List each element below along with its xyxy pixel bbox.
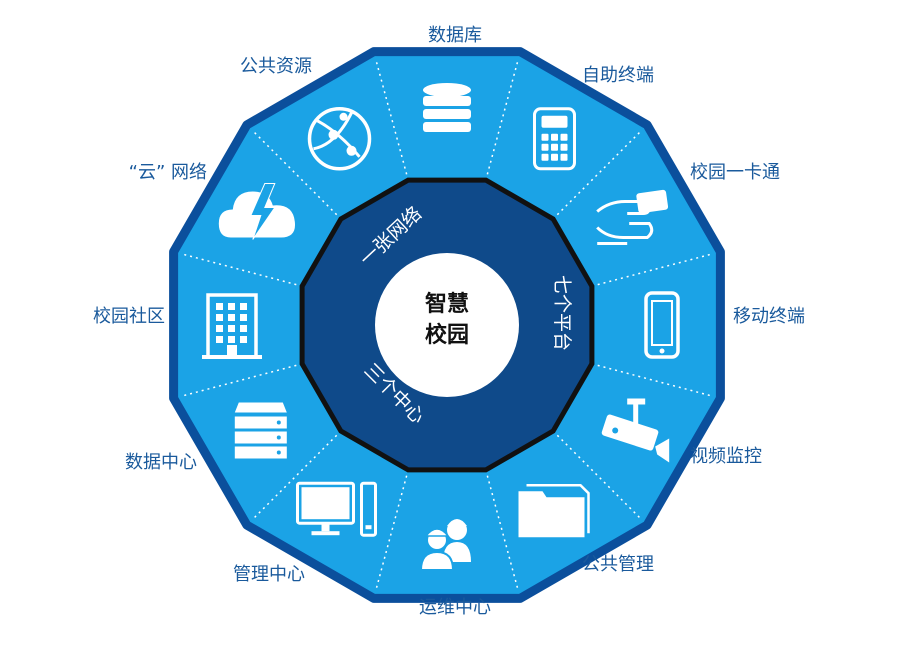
segment-label: 校园社区 xyxy=(93,306,165,327)
segment-label: 运维中心 xyxy=(419,597,491,618)
workers-icon xyxy=(419,519,471,571)
computer-monitor-icon xyxy=(296,481,377,537)
segment-label: 自助终端 xyxy=(582,65,654,86)
cctv-camera-icon xyxy=(601,398,670,463)
globe-network-icon xyxy=(307,107,372,171)
center-title-line2: 校园 xyxy=(425,322,469,348)
calculator-terminal-icon xyxy=(533,107,576,171)
smartphone-icon xyxy=(644,291,680,359)
segment-label: 视频监控 xyxy=(690,446,762,467)
card-hand-icon xyxy=(596,189,669,245)
building-icon xyxy=(202,293,262,359)
database-icon xyxy=(423,83,471,132)
segment-label: 移动终端 xyxy=(733,306,805,327)
segment-label: 数据中心 xyxy=(125,452,197,473)
segment-label: 公共资源 xyxy=(240,56,312,77)
ring-label-platforms: 七个平台 xyxy=(551,275,573,351)
segment-label: 公共管理 xyxy=(582,554,654,575)
segment-label: “云” 网络 xyxy=(129,162,207,183)
cloud-lightning-icon xyxy=(218,183,296,240)
segment-label: 校园一卡通 xyxy=(690,162,780,183)
center-title-line1: 智慧 xyxy=(425,291,469,317)
server-icon xyxy=(234,402,287,459)
segment-label: 管理中心 xyxy=(233,564,305,585)
folder-icon xyxy=(518,483,590,538)
segment-label: 数据库 xyxy=(428,25,482,46)
center-circle xyxy=(375,253,519,397)
